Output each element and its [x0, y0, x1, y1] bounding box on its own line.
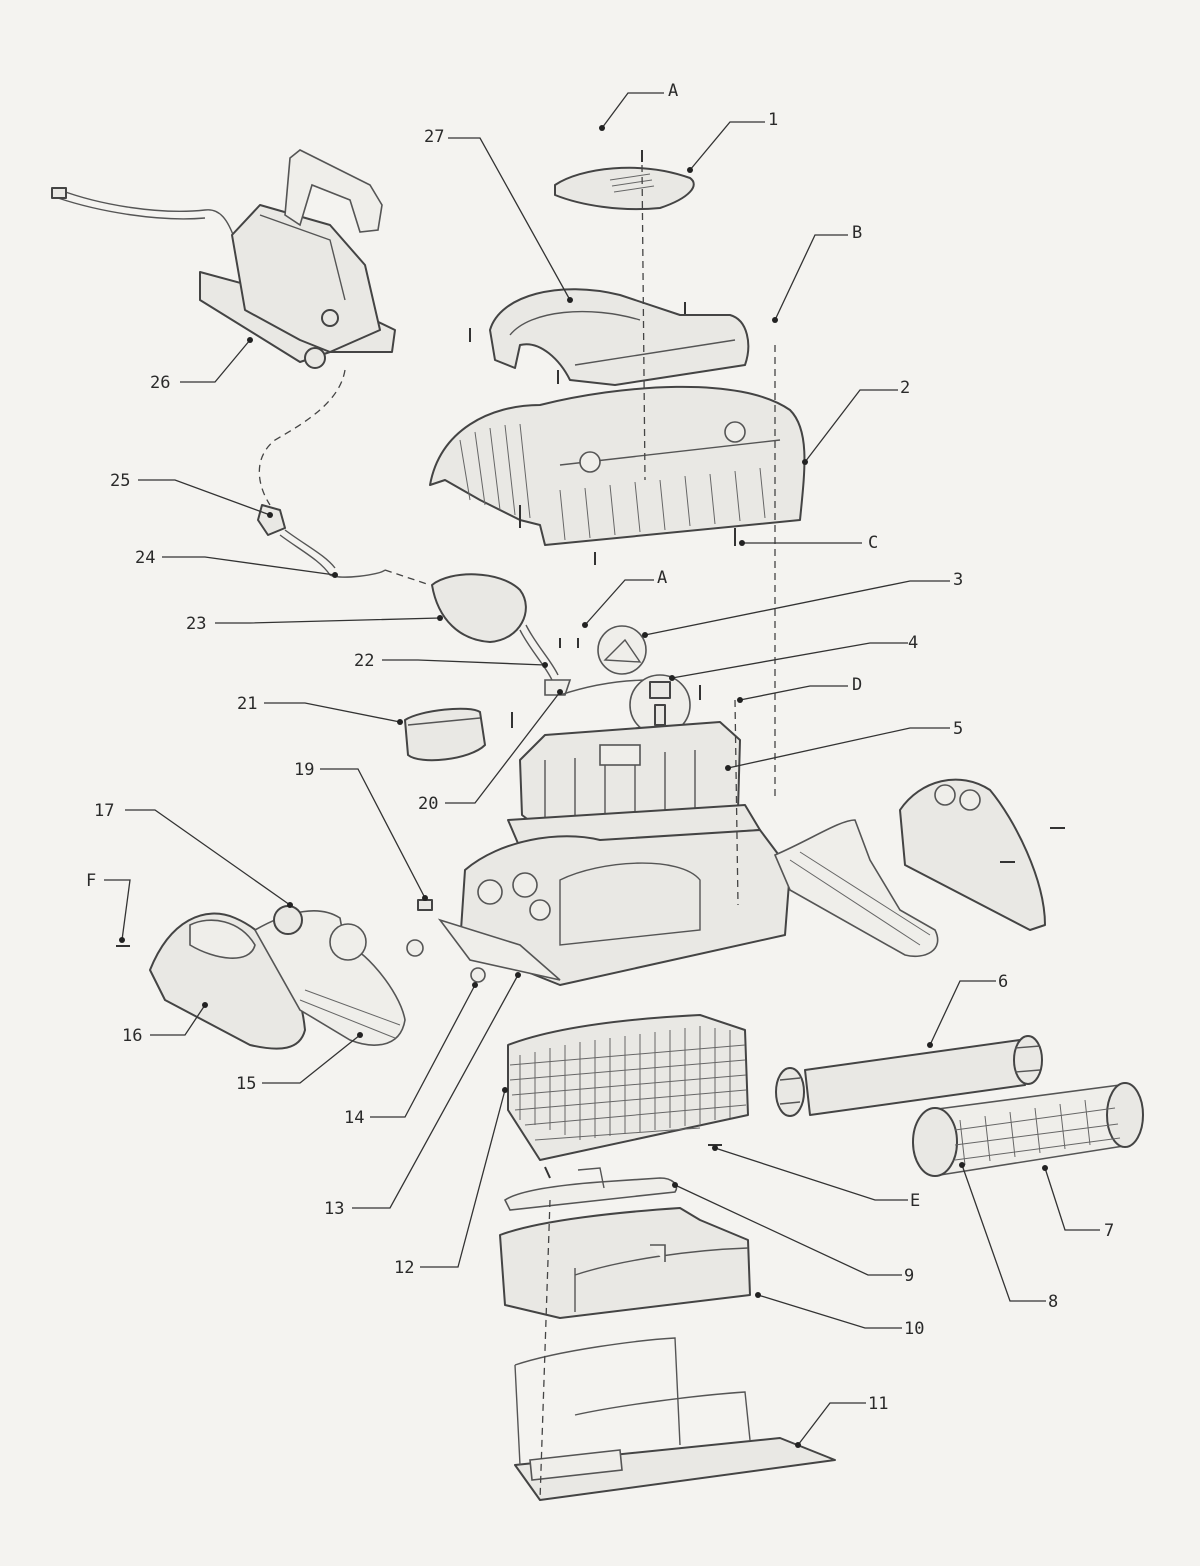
callout-F: F — [86, 871, 96, 891]
callout-22: 22 — [354, 651, 374, 671]
parts-22-25-cable-assembly — [257, 369, 572, 696]
part-21-cover — [404, 707, 486, 762]
part-4-motor-coupling — [511, 674, 701, 736]
part-11-base-tray — [514, 1337, 836, 1501]
callout-26: 26 — [150, 373, 170, 393]
part-6-roller — [775, 1035, 1043, 1117]
part-3-impeller — [559, 625, 647, 675]
callout-19: 19 — [294, 760, 314, 780]
leader-lines — [104, 92, 1100, 1446]
part-5-motor-box — [507, 721, 761, 849]
callout-A-top: A — [668, 81, 678, 101]
callout-17: 17 — [94, 801, 114, 821]
callout-11: 11 — [868, 1394, 888, 1414]
callout-8: 8 — [1048, 1292, 1058, 1312]
callout-D: D — [852, 675, 862, 695]
part-1-top-cover — [554, 150, 695, 211]
callout-10: 10 — [904, 1319, 924, 1339]
part-2-hood — [429, 385, 806, 565]
callout-9: 9 — [904, 1266, 914, 1286]
callout-3: 3 — [953, 570, 963, 590]
part-10-basket-body — [499, 1207, 751, 1319]
leader-arrowheads — [119, 125, 1048, 1448]
callout-6: 6 — [998, 972, 1008, 992]
callout-5: 5 — [953, 719, 963, 739]
callout-13: 13 — [324, 1199, 344, 1219]
callout-16: 16 — [122, 1026, 142, 1046]
callout-C: C — [868, 533, 878, 553]
callout-21: 21 — [237, 694, 257, 714]
callout-12: 12 — [394, 1258, 414, 1278]
parts-15-17-left-side — [116, 905, 406, 1050]
callout-1: 1 — [768, 110, 778, 130]
callout-B: B — [852, 223, 862, 243]
callout-2: 2 — [900, 378, 910, 398]
callout-20: 20 — [418, 794, 438, 814]
callout-labels: A 1 27 B 26 2 25 C 24 A 3 23 22 4 21 D 5… — [86, 81, 1114, 1414]
callout-4: 4 — [908, 633, 918, 653]
part-9-basket-handle — [503, 1167, 678, 1211]
alignment-lines — [539, 164, 776, 1501]
callout-7: 7 — [1104, 1221, 1114, 1241]
callout-14: 14 — [344, 1108, 364, 1128]
part-27-handle — [469, 288, 750, 386]
callout-24: 24 — [135, 548, 155, 568]
part-7-8-brush — [912, 1082, 1144, 1177]
right-side-panel — [773, 778, 1065, 957]
part-26-power-supply — [51, 149, 396, 369]
callout-E: E — [910, 1191, 920, 1211]
callout-15: 15 — [236, 1074, 256, 1094]
callout-25: 25 — [110, 471, 130, 491]
callout-23: 23 — [186, 614, 206, 634]
part-12-filter-basket — [507, 1014, 749, 1179]
callout-A-mid: A — [657, 568, 667, 588]
callout-27: 27 — [424, 127, 444, 147]
chassis — [406, 829, 791, 986]
